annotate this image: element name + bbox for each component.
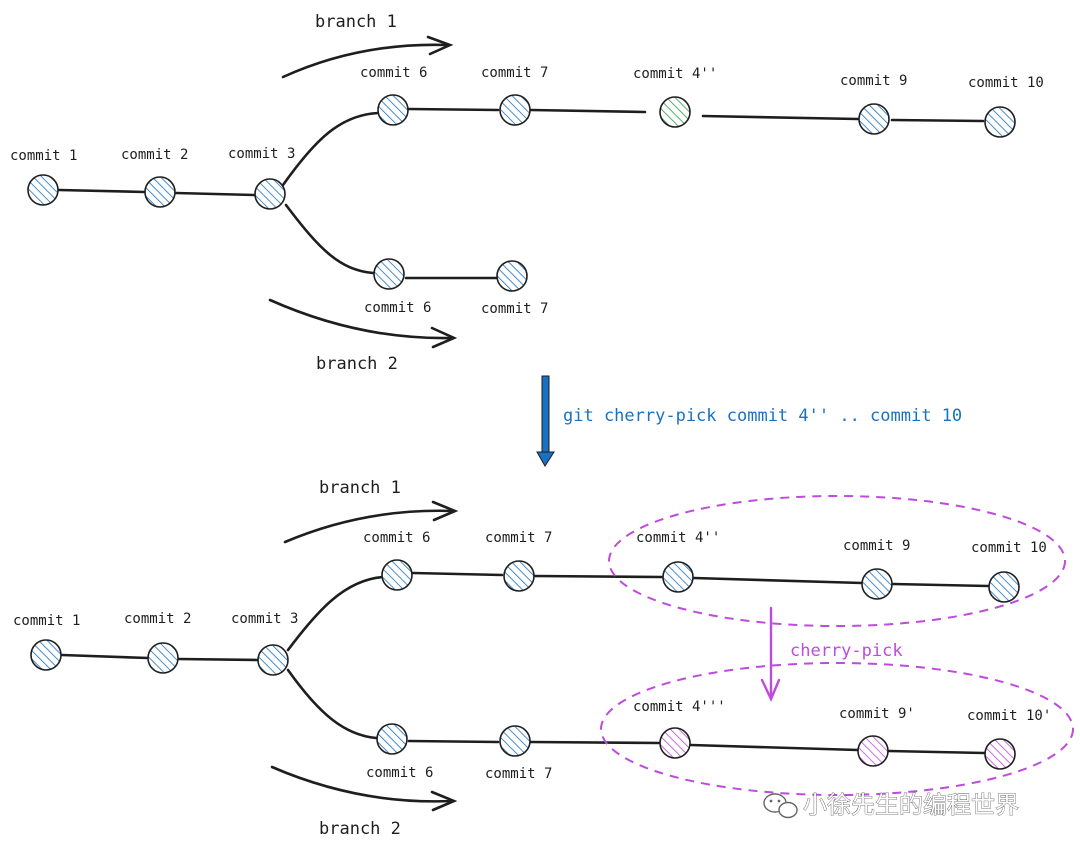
- cherry-pick-arrow: [760, 606, 781, 702]
- bottom-diagram: branch 1 branch 2: [13, 478, 1074, 839]
- bottom-b1-commit-6-label: commit 6: [363, 530, 430, 546]
- bottom-b1-commit-4-label: commit 4'': [636, 530, 720, 546]
- bottom-branch-2-label: branch 2: [319, 819, 401, 839]
- bottom-b1-commit-6-node: [381, 559, 413, 591]
- picked-commits-ellipse: [600, 662, 1074, 796]
- branch-2-label: branch 2: [316, 354, 398, 374]
- top-b1-commit-4-node: [659, 96, 691, 128]
- bottom-commit-2-label: commit 2: [124, 611, 191, 627]
- top-b1-commit-6-node: [377, 94, 409, 126]
- top-commit-1-node: [27, 174, 59, 206]
- top-commit-1-label: commit 1: [10, 148, 77, 164]
- top-b1-commit-9-node: [858, 103, 890, 135]
- bottom-b2-commit-9-label: commit 9': [839, 706, 915, 722]
- watermark-text: 小徐先生的编程世界: [803, 791, 1019, 819]
- top-b2-commit-7-node: [496, 260, 528, 292]
- watermark: 小徐先生的编程世界: [763, 791, 1019, 819]
- bottom-b2-commit-6-node: [376, 723, 408, 755]
- bottom-commit-3-label: commit 3: [231, 611, 298, 627]
- bottom-b2-commit-10-label: commit 10': [967, 708, 1051, 724]
- command-arrow: [536, 375, 555, 467]
- bottom-b2-commit-7-label: commit 7: [485, 766, 552, 782]
- top-b2-commit-6-node: [373, 258, 405, 290]
- wechat-icon: [763, 793, 798, 819]
- bottom-b1-commit-10-node: [988, 571, 1020, 603]
- top-edges: [57, 107, 985, 280]
- top-b1-commit-6-label: commit 6: [360, 65, 427, 81]
- top-commit-2-label: commit 2: [121, 147, 188, 163]
- bottom-b1-commit-10-label: commit 10: [971, 540, 1047, 556]
- cherry-pick-command: git cherry-pick commit 4'' .. commit 10: [563, 406, 962, 426]
- top-b1-commit-7-node: [499, 94, 531, 126]
- top-b1-commit-7-label: commit 7: [481, 65, 548, 81]
- bottom-b1-commit-7-node: [503, 560, 535, 592]
- selected-commits-ellipse: [608, 495, 1066, 627]
- bottom-b2-commit-4-label: commit 4''': [633, 699, 726, 715]
- cherry-pick-label: cherry-pick: [790, 641, 903, 661]
- top-commit-3-node: [254, 178, 286, 210]
- bottom-b2-commit-9-node: [857, 735, 889, 767]
- branch-1-label: branch 1: [315, 12, 397, 32]
- bottom-commit-1-node: [30, 639, 62, 671]
- top-diagram: branch 1 branch 2 com: [10, 12, 1044, 374]
- bottom-commit-1-label: commit 1: [13, 613, 80, 629]
- top-b1-commit-9-label: commit 9: [840, 73, 907, 89]
- top-b2-commit-7-label: commit 7: [481, 301, 548, 317]
- bottom-commit-3-node: [257, 644, 289, 676]
- bottom-b2-commit-10-node: [984, 738, 1016, 770]
- bottom-commit-2-node: [147, 642, 179, 674]
- bottom-b1-commit-9-label: commit 9: [843, 538, 910, 554]
- bottom-branch-1-label: branch 1: [319, 478, 401, 498]
- top-commit-3-label: commit 3: [228, 146, 295, 162]
- bottom-b2-commit-4-node: [659, 727, 691, 759]
- bottom-branch-2-arrow: [270, 765, 458, 812]
- top-b1-commit-10-node: [984, 106, 1016, 138]
- bottom-b1-commit-9-node: [861, 568, 893, 600]
- top-b1-commit-4-label: commit 4'': [633, 66, 717, 82]
- bottom-b1-commit-7-label: commit 7: [485, 530, 552, 546]
- bottom-b1-commit-4-node: [662, 561, 694, 593]
- top-b2-commit-6-label: commit 6: [364, 300, 431, 316]
- top-commit-2-node: [144, 176, 176, 208]
- bottom-edges: [60, 571, 990, 755]
- branch-1-arrow: [281, 35, 454, 79]
- bottom-b2-commit-7-node: [499, 725, 531, 757]
- top-b1-commit-10-label: commit 10: [968, 75, 1044, 91]
- branch-2-arrow: [268, 298, 458, 349]
- bottom-b2-commit-6-label: commit 6: [366, 765, 433, 781]
- bottom-branch-1-arrow: [283, 500, 459, 544]
